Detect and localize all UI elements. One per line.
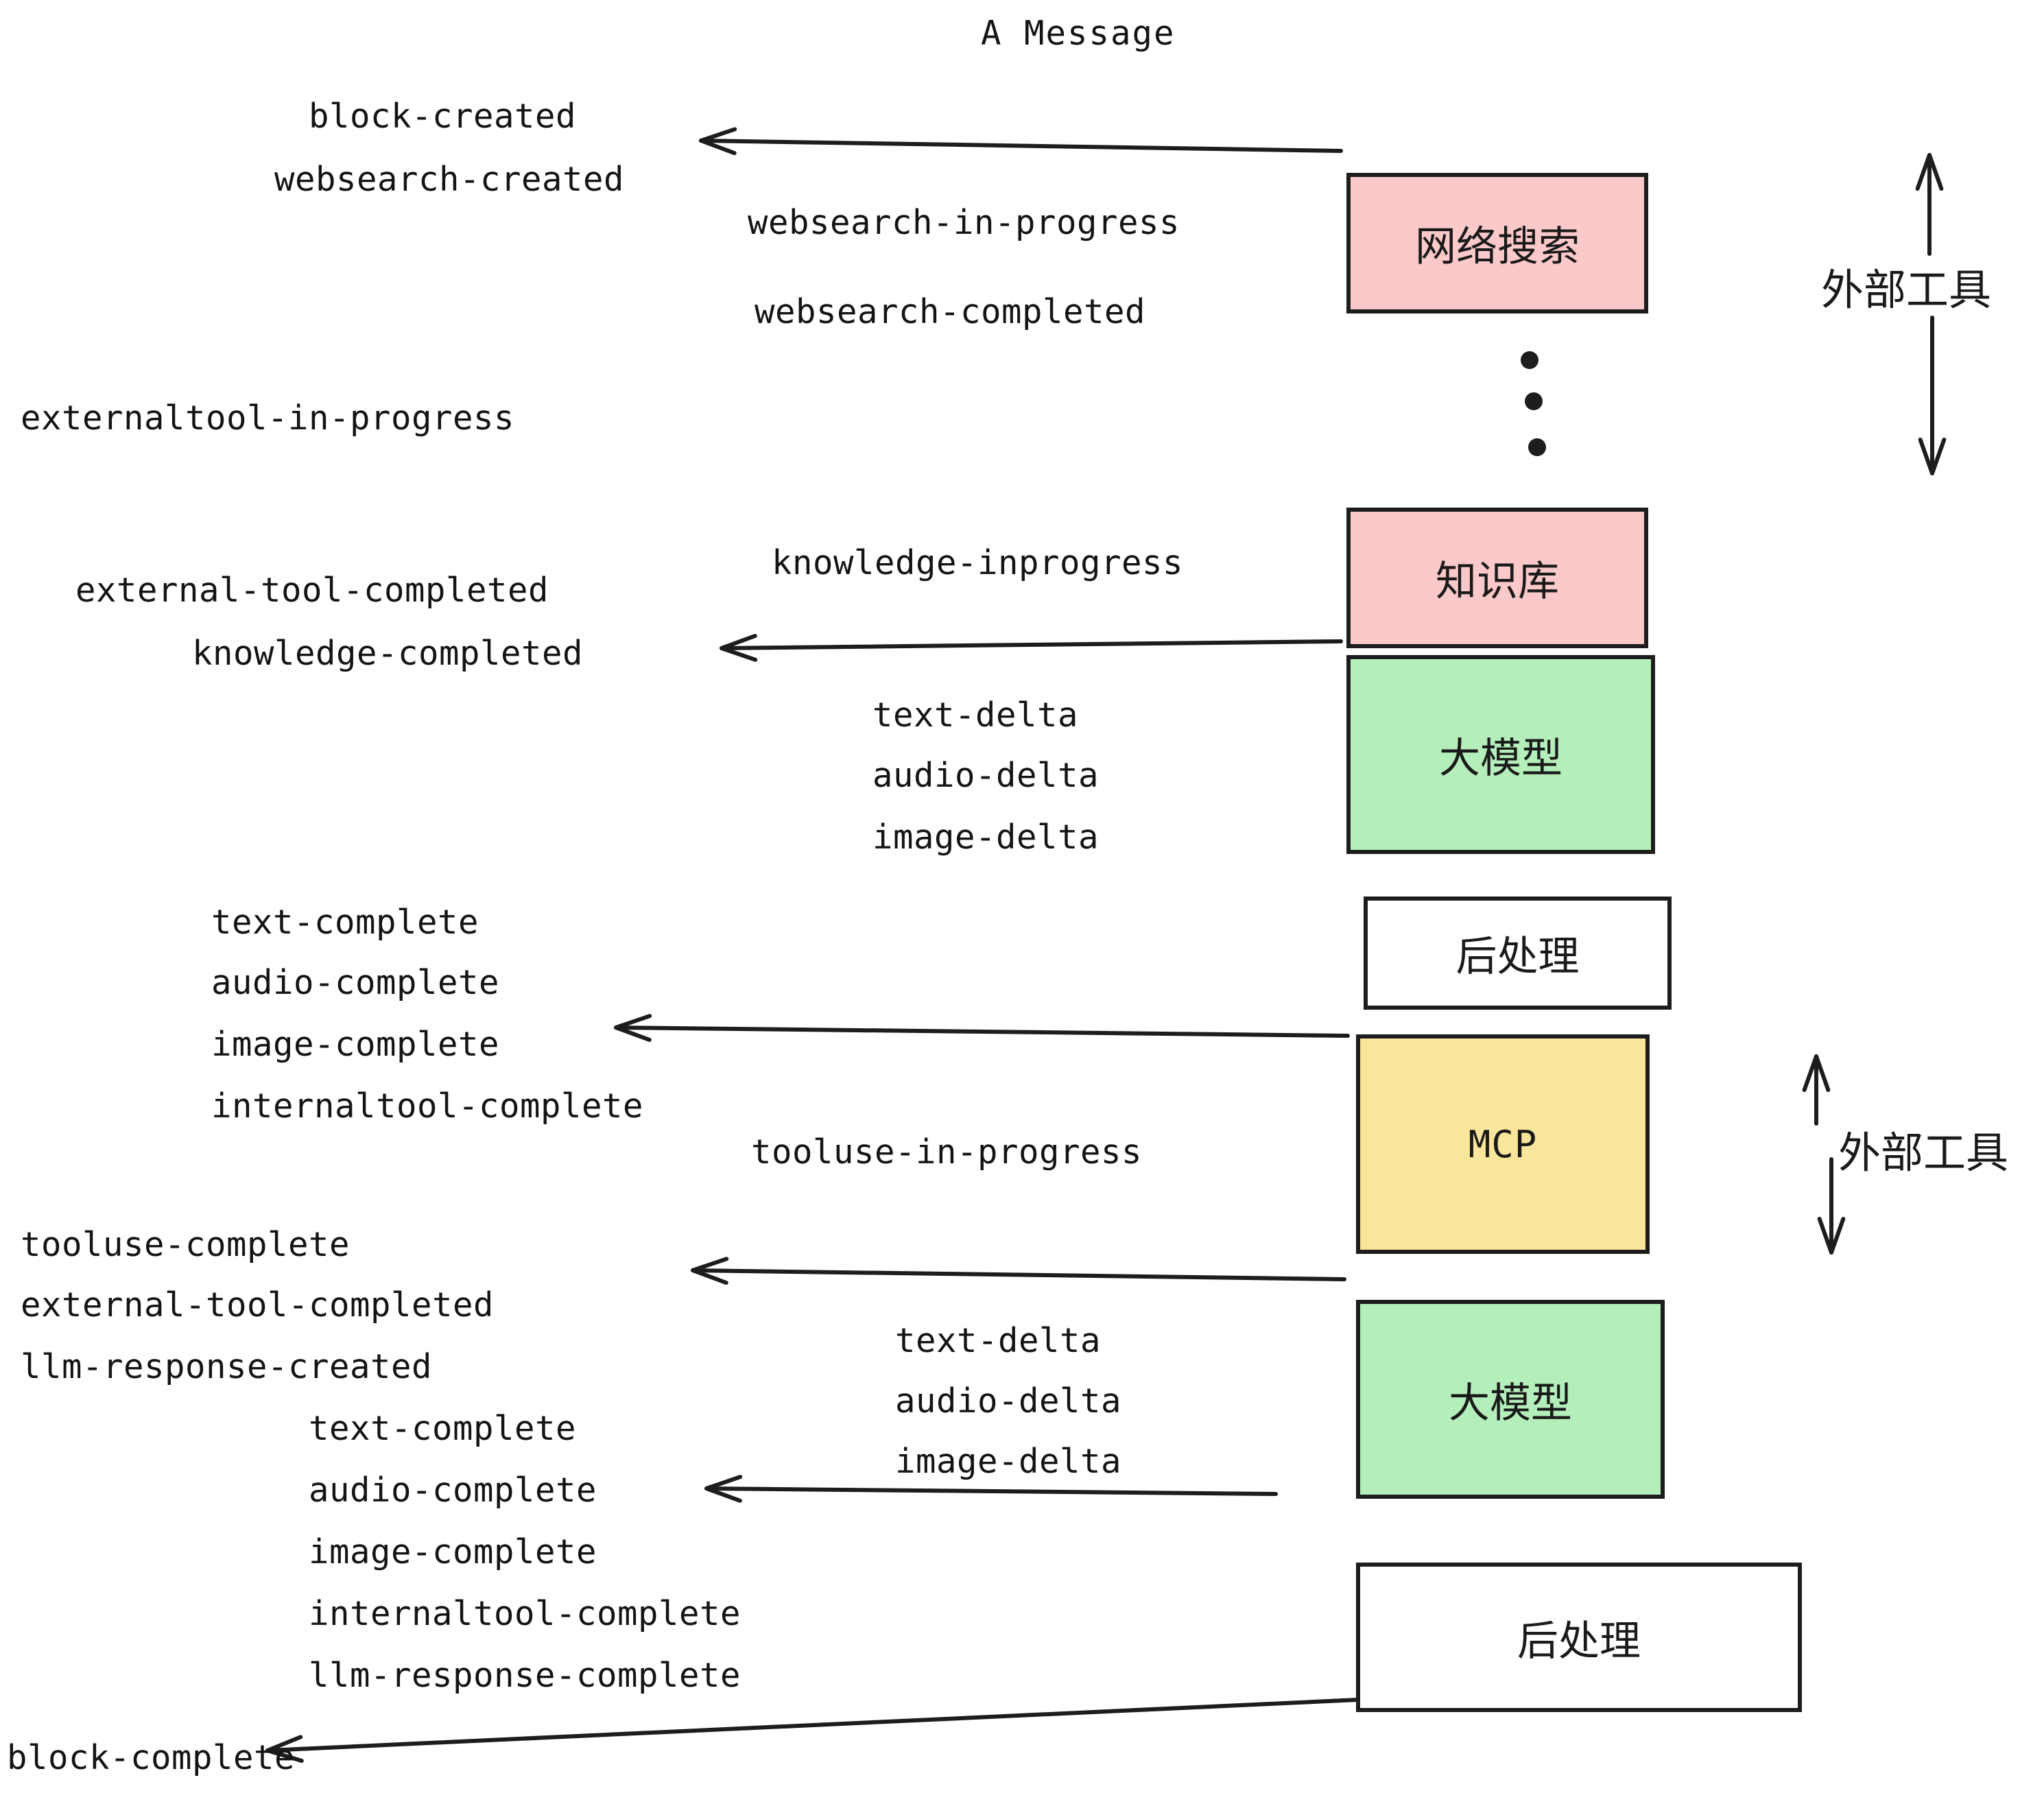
event-label-tooluse-complete: tooluse-complete [21, 1225, 350, 1264]
node-box-label-llm-1: 大模型 [1439, 734, 1562, 783]
event-label-block-created: block-created [309, 97, 577, 136]
event-label-image-complete-2: image-complete [309, 1532, 597, 1571]
event-label-text-delta-1: text-delta [872, 696, 1079, 735]
arrow-arrow-image-complete-head [614, 1014, 652, 1042]
event-label-llm-response-created: llm-response-created [21, 1347, 433, 1386]
event-label-websearch-in-progress: websearch-in-progress [748, 203, 1180, 242]
event-label-llm-response-complete: llm-response-complete [309, 1656, 741, 1695]
node-box-llm-1: 大模型 [1346, 655, 1655, 854]
arrow-arrow-block-complete-head [265, 1735, 304, 1764]
node-box-postprocess-1: 后处理 [1364, 897, 1672, 1010]
arrow-arrow-audio-complete-shaft [704, 1486, 1278, 1496]
node-box-mcp: MCP [1356, 1034, 1650, 1254]
event-label-tooluse-in-progress: tooluse-in-progress [751, 1132, 1143, 1172]
event-label-image-complete-1: image-complete [211, 1025, 500, 1064]
ellipsis-dot-3 [1528, 438, 1546, 456]
node-box-label-knowledge: 知识库 [1436, 558, 1559, 606]
node-box-label-websearch: 网络搜索 [1415, 223, 1580, 271]
event-label-externaltool-in-progress: externaltool-in-progress [21, 399, 515, 438]
event-label-internaltool-complete-2: internaltool-complete [309, 1594, 741, 1633]
arrow-external-tools-down-1-head [1918, 437, 1947, 475]
event-label-text-complete-1: text-complete [211, 903, 479, 942]
horizontal-arrows [265, 127, 1360, 1764]
arrow-arrow-audio-complete-head [704, 1475, 743, 1503]
event-label-image-delta-2: image-delta [895, 1442, 1122, 1481]
event-label-text-delta-2: text-delta [895, 1321, 1102, 1360]
event-label-knowledge-inprogress: knowledge-inprogress [772, 543, 1184, 582]
node-box-label-postprocess-1: 后处理 [1455, 933, 1580, 981]
event-label-websearch-completed: websearch-completed [754, 292, 1146, 331]
arrow-arrow-knowledge-completed-shaft [720, 639, 1343, 650]
arrow-external-tools-down-2-head [1817, 1216, 1846, 1255]
arrow-arrow-block-created-shaft [699, 139, 1343, 153]
arrow-external-tools-up-1-head [1915, 153, 1944, 191]
node-box-label-llm-2: 大模型 [1449, 1379, 1572, 1427]
arrow-arrow-image-complete-shaft [614, 1025, 1350, 1038]
ellipsis-dot-1 [1521, 351, 1538, 369]
arrow-arrow-tooluse-complete-shaft [691, 1268, 1346, 1281]
event-label-external-tool-completed-2: external-tool-completed [21, 1285, 495, 1325]
node-box-label-mcp: MCP [1468, 1122, 1538, 1166]
event-label-websearch-created: websearch-created [274, 160, 625, 199]
vertical-arrows [1802, 153, 1947, 1255]
event-label-block-complete: block-complete [7, 1738, 296, 1777]
event-label-audio-complete-2: audio-complete [309, 1471, 597, 1510]
side-label-external-tools-bottom: 外部工具 [1838, 1128, 2009, 1178]
arrow-arrow-block-complete-shaft [265, 1698, 1360, 1753]
event-label-image-delta-1: image-delta [872, 818, 1100, 857]
ellipsis-dots [1521, 351, 1546, 456]
event-label-audio-delta-2: audio-delta [895, 1381, 1122, 1421]
event-label-knowledge-completed: knowledge-completed [192, 634, 584, 673]
node-box-websearch: 网络搜索 [1346, 173, 1648, 313]
event-label-text-complete-2: text-complete [309, 1409, 577, 1448]
ellipsis-dot-2 [1525, 392, 1543, 410]
page-title: A Message [981, 14, 1176, 53]
node-box-knowledge: 知识库 [1346, 508, 1648, 648]
event-label-external-tool-completed-1: external-tool-completed [75, 571, 549, 610]
arrow-arrow-block-created-head [699, 127, 737, 156]
event-label-internaltool-complete-1: internaltool-complete [211, 1087, 644, 1126]
node-box-label-postprocess-2: 后处理 [1517, 1617, 1641, 1665]
arrow-arrow-tooluse-complete-head [691, 1257, 729, 1285]
event-label-audio-delta-1: audio-delta [872, 756, 1100, 795]
node-box-llm-2: 大模型 [1356, 1300, 1665, 1499]
node-box-postprocess-2: 后处理 [1356, 1563, 1802, 1712]
arrow-arrow-knowledge-completed-head [720, 634, 758, 662]
arrow-external-tools-up-2-head [1802, 1054, 1831, 1093]
event-label-audio-complete-1: audio-complete [211, 963, 500, 1002]
side-label-external-tools-top: 外部工具 [1821, 265, 1992, 315]
